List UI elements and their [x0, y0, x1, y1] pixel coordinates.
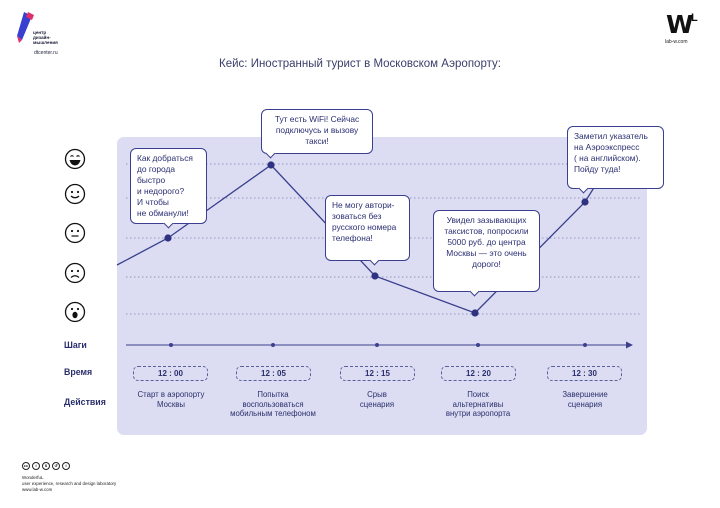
action-line: Москвы [157, 399, 185, 409]
thought-line: Как добраться [137, 153, 193, 163]
step-marker [583, 343, 587, 347]
dtcenter-name-line: мышления [33, 40, 58, 46]
thought-line: телефона! [332, 233, 373, 243]
license-extra-icon: i [62, 462, 70, 470]
lab-w-logo: W L lab-w.com [664, 10, 708, 50]
thought-line: до города [137, 164, 176, 174]
action-label: Завершение сценария [530, 390, 640, 409]
happy-face-icon [64, 183, 86, 205]
thought-line: зоваться без [332, 211, 382, 221]
page-title: Кейс: Иностранный турист в Московском Аэ… [219, 58, 501, 70]
lab-w-letter: W [666, 10, 694, 39]
thought-line: такси! [305, 136, 329, 146]
action-line: Старт в аэропорту [137, 390, 205, 399]
emotion-point [164, 234, 172, 242]
action-label: Поиск альтернативы внутри аэропорта [423, 390, 533, 419]
thought-line: ( на английском). [574, 153, 641, 163]
thought-line: Заметил указатель [574, 131, 648, 141]
time-pill: 12 : 30 [547, 366, 622, 381]
thought-line: Пойду туда! [574, 164, 621, 174]
thought-line: 5000 руб. до центра [447, 237, 526, 247]
thought-line: Москвы — это очень [446, 248, 527, 258]
arrow-right-icon [626, 341, 633, 349]
action-label: Попытка воспользоваться мобильным телефо… [218, 390, 328, 419]
thought-bubble: Как добраться до города быстро и недорог… [130, 148, 207, 224]
thought-line: Тут есть WiFi! Сейчас [274, 114, 360, 124]
action-line: альтернативы [452, 399, 504, 409]
thought-bubble: Тут есть WiFi! Сейчас подключусь и вызов… [261, 109, 373, 154]
lab-w-superscript: L [691, 12, 698, 24]
step-marker [476, 343, 480, 347]
thought-bubble: Заметил указатель на Аэроэкспресс ( на а… [567, 126, 664, 189]
thought-bubble: Не могу автори- зоваться без русского но… [325, 195, 410, 261]
emotion-point [371, 272, 379, 280]
sa-icon: ↺ [52, 462, 60, 470]
action-line: мобильным телефоном [230, 409, 316, 419]
action-line: внутри аэропорта [445, 409, 511, 419]
action-line: сценария [567, 399, 603, 409]
action-line: Поиск [467, 390, 489, 399]
time-pill: 12 : 00 [133, 366, 208, 381]
action-line: Завершение [562, 390, 608, 399]
dtcenter-name-line: центр [33, 30, 47, 35]
thought-line: подключусь и вызову [275, 125, 359, 135]
footer-tagline: user experience, research and design lab… [22, 481, 117, 486]
nc-icon: $ [42, 462, 50, 470]
thought-line: дорого! [472, 259, 501, 269]
neutral-face-icon [64, 222, 86, 244]
very-happy-face-icon [64, 148, 86, 170]
time-pill: 12 : 15 [340, 366, 415, 381]
step-marker [169, 343, 173, 347]
dtcenter-name-line: дизайн- [33, 35, 51, 41]
footer-url: www.lab-w.com [22, 487, 53, 492]
step-marker [375, 343, 379, 347]
emotion-point [267, 161, 275, 169]
action-label: Старт в аэропорту Москвы [116, 390, 226, 409]
step-marker [271, 343, 275, 347]
lab-w-url: lab-w.com [665, 39, 688, 45]
sad-face-icon [64, 262, 86, 284]
thought-line: И чтобы [137, 197, 169, 207]
thought-line: на Аэроэкспресс [574, 142, 640, 152]
thought-line: не обманули! [137, 208, 189, 218]
emotion-point [581, 198, 589, 206]
dtcenter-logo-mark-icon [17, 12, 34, 43]
thought-line: таксистов, попросили [444, 226, 529, 236]
time-pill: 12 : 05 [236, 366, 311, 381]
thought-line: Увидел зазывающих [446, 215, 527, 225]
dtcenter-name: центр дизайн- мышления [33, 30, 75, 46]
row-label-time: Время [64, 367, 93, 377]
action-line: воспользоваться [242, 399, 304, 409]
thought-line: Не могу автори- [332, 200, 395, 210]
dtcenter-url: dtcenter.ru [34, 50, 58, 56]
footer-brand: WonderfuL [22, 475, 44, 480]
row-label-steps: Шаги [64, 340, 87, 350]
action-line: Срыв [367, 390, 387, 399]
action-line: сценария [359, 399, 395, 409]
thought-line: быстро [137, 175, 166, 185]
shocked-face-icon [64, 301, 86, 323]
action-label: Срыв сценария [322, 390, 432, 409]
thought-line: и недорого? [137, 186, 185, 196]
by-icon: i [32, 462, 40, 470]
cc-icon: cc [22, 462, 30, 470]
thought-line: русского номера [332, 222, 397, 232]
time-pill: 12 : 20 [441, 366, 516, 381]
emotion-point [471, 309, 479, 317]
thought-bubble: Увидел зазывающих таксистов, попросили 5… [433, 210, 540, 292]
dtcenter-logo: центр дизайн- мышления dtcenter.ru [14, 10, 74, 58]
action-line: Попытка [257, 390, 289, 399]
row-label-actions: Действия [64, 397, 106, 407]
license-icons: cc i $ ↺ i [22, 462, 82, 472]
